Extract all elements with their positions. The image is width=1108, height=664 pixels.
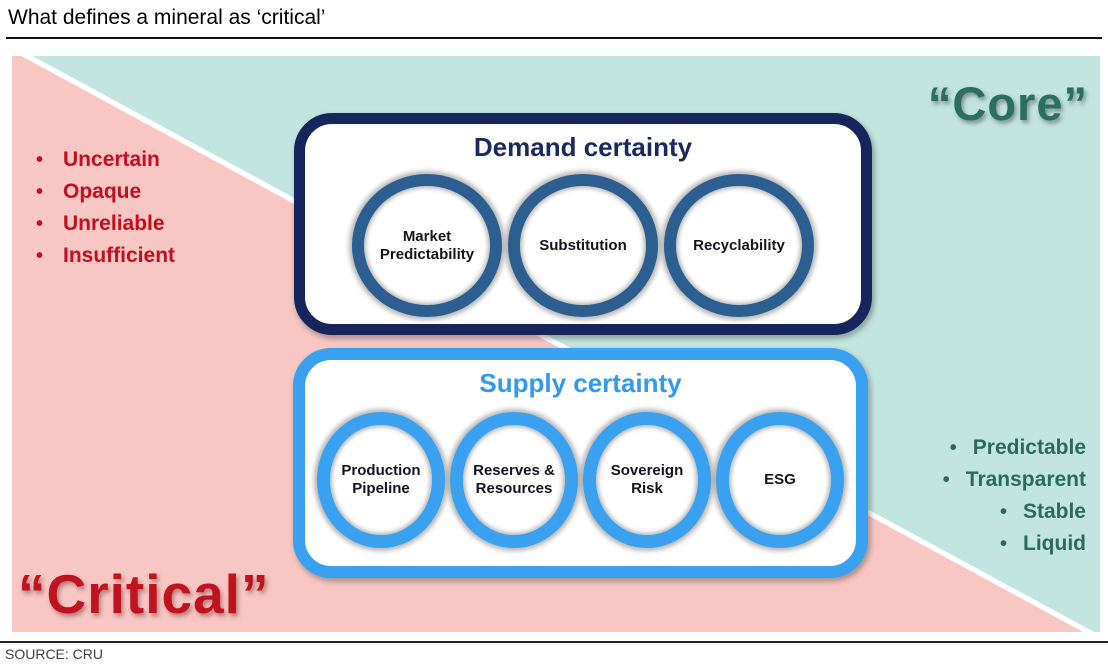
critical-trait-label: Unreliable <box>63 212 165 235</box>
supply-factor-circle: Reserves & Resources <box>450 412 578 548</box>
core-trait-label: Predictable <box>972 436 1086 459</box>
demand-factor-circle: Recyclability <box>664 174 814 317</box>
demand-factor-circles: Market Predictability Substitution Recycla… <box>305 174 861 317</box>
critical-trait: Insufficient <box>36 244 175 276</box>
supply-factor-circle-label: ESG <box>764 471 796 488</box>
core-trait: Transparent <box>943 468 1086 500</box>
demand-certainty-title: Demand certainty <box>473 132 693 162</box>
demand-factor-circle-label: Recyclability <box>693 236 785 254</box>
core-trait: Predictable <box>943 436 1086 468</box>
demand-factor-circle-label: Market Predictability <box>379 227 475 263</box>
critical-trait-list: UncertainOpaqueUnreliableInsufficient <box>36 148 175 276</box>
demand-factor-circle: Substitution <box>508 174 658 317</box>
supply-factor-circle: Production Pipeline <box>317 412 445 548</box>
supply-certainty-box: Supply certainty Production Pipeline Rese… <box>293 348 868 578</box>
core-trait-label: Liquid <box>1023 532 1086 555</box>
critical-trait-label: Opaque <box>63 180 142 203</box>
critical-trait-label: Insufficient <box>63 244 176 267</box>
page-title: What defines a mineral as ‘critical’ <box>8 6 326 29</box>
source-divider <box>0 641 1108 643</box>
core-trait: Liquid <box>943 532 1086 564</box>
supply-factor-circle-label: Sovereign Risk <box>610 462 684 497</box>
supply-factor-circles: Production Pipeline Reserves & Resources S… <box>305 412 856 548</box>
supply-factor-circle: Sovereign Risk <box>583 412 711 548</box>
title-divider <box>6 37 1102 39</box>
critical-trait: Opaque <box>36 180 175 212</box>
critical-label: “Critical” <box>18 563 270 625</box>
critical-trait: Unreliable <box>36 212 175 244</box>
supply-factor-circle-label: Reserves & Resources <box>473 462 555 497</box>
demand-certainty-box: Demand certainty Market Predictability Su… <box>294 113 872 335</box>
critical-trait: Uncertain <box>36 148 175 180</box>
core-trait-label: Stable <box>1022 500 1086 523</box>
supply-factor-circle-label: Production Pipeline <box>341 462 421 497</box>
core-trait-list: PredictableTransparentStableLiquid <box>943 436 1086 564</box>
criticality-diagram: “Core” “Critical” UncertainOpaqueUnrelia… <box>12 56 1100 632</box>
critical-trait-label: Uncertain <box>63 148 160 171</box>
supply-certainty-title: Supply certainty <box>479 368 682 398</box>
core-label: “Core” <box>927 77 1088 130</box>
source-text: SOURCE: CRU <box>5 646 104 662</box>
core-trait: Stable <box>943 500 1086 532</box>
demand-factor-circle: Market Predictability <box>352 174 502 317</box>
supply-factor-circle: ESG <box>716 412 844 548</box>
demand-factor-circle-label: Substitution <box>539 236 627 254</box>
core-trait-label: Transparent <box>965 468 1086 491</box>
